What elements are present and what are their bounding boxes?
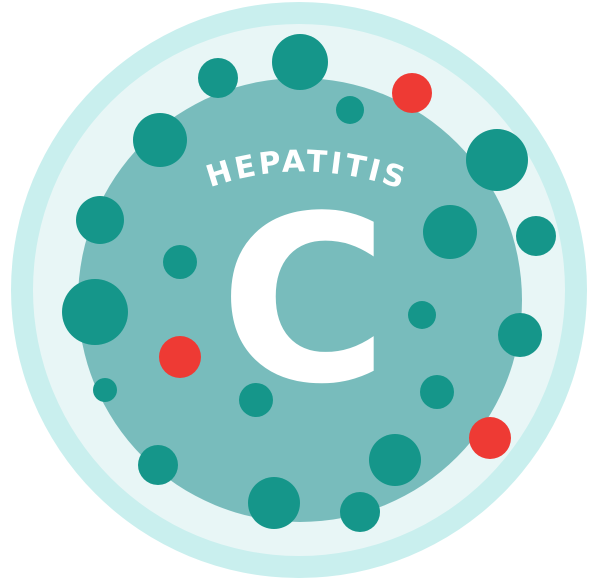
virus-dot [62, 279, 128, 345]
virus-dot [133, 113, 187, 167]
virus-dot [340, 492, 380, 532]
virus-dot [138, 445, 178, 485]
virus-dot [93, 378, 117, 402]
virus-dot [498, 313, 542, 357]
virus-dots [62, 34, 556, 532]
virus-dot [272, 34, 328, 90]
virus-dot [423, 205, 477, 259]
virus-dot [516, 216, 556, 256]
virus-dot [163, 245, 197, 279]
alert-dot [159, 336, 201, 378]
badge-letter: C [220, 168, 389, 435]
virus-dot [369, 434, 421, 486]
virus-dot [420, 375, 454, 409]
virus-dot [76, 196, 124, 244]
main-disc [78, 78, 522, 522]
virus-dot [248, 477, 300, 529]
virus-dot [336, 96, 364, 124]
alert-dot [392, 73, 432, 113]
virus-dot [198, 58, 238, 98]
alert-dot [469, 417, 511, 459]
virus-dot [239, 383, 273, 417]
virus-dot [408, 301, 436, 329]
alert-dots [159, 73, 511, 459]
virus-dot [466, 129, 528, 191]
